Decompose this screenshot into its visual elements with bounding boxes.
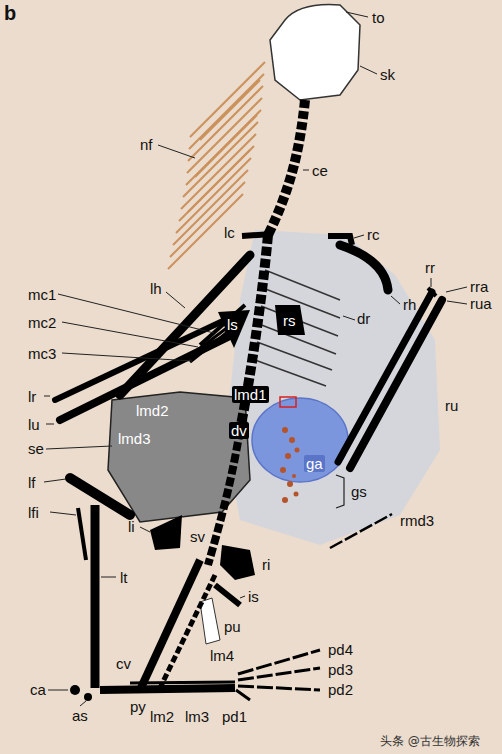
- part-label: lm2: [150, 708, 174, 725]
- part-label: pd2: [328, 681, 353, 698]
- part-label: ru: [445, 397, 458, 414]
- part-label: ce: [312, 162, 328, 179]
- part-label: rr: [425, 259, 435, 276]
- part-label: sk: [380, 66, 395, 83]
- part-label: to: [372, 9, 385, 26]
- part-label: is: [248, 588, 259, 605]
- part-label: lf: [28, 474, 36, 491]
- part-label: gs: [351, 483, 367, 500]
- part-label: dr: [357, 310, 370, 327]
- part-label: rra: [470, 278, 488, 295]
- part-label: lc: [224, 224, 235, 241]
- part-label: lmd3: [116, 430, 153, 447]
- part-label: ls: [225, 316, 240, 333]
- part-label: se: [28, 440, 44, 457]
- part-label: nf: [140, 136, 153, 153]
- part-label: lt: [120, 569, 128, 586]
- part-label: mc2: [28, 314, 56, 331]
- part-label: pd4: [328, 641, 353, 658]
- part-label: py: [130, 698, 146, 715]
- part-label: lh: [150, 280, 162, 297]
- part-label: pu: [224, 618, 241, 635]
- part-label: rc: [367, 226, 380, 243]
- part-label: ca: [30, 681, 46, 698]
- part-label: lmd2: [134, 402, 171, 419]
- part-label: lr: [28, 388, 36, 405]
- part-label: lfi: [28, 504, 39, 521]
- part-label: mc3: [28, 345, 56, 362]
- part-label: rmd3: [400, 512, 434, 529]
- part-label: rua: [470, 295, 492, 312]
- part-label: ga: [304, 455, 325, 472]
- part-label: dv: [229, 422, 249, 439]
- part-label: pd3: [328, 661, 353, 678]
- part-label: pd1: [222, 708, 247, 725]
- part-label: as: [72, 707, 88, 724]
- panel-letter: b: [4, 2, 16, 25]
- part-label: lm4: [210, 647, 234, 664]
- watermark: 头条 @古生物探索: [380, 734, 480, 749]
- part-label: lu: [28, 416, 40, 433]
- part-label: sv: [190, 528, 205, 545]
- part-label: rh: [403, 296, 416, 313]
- part-label: mc1: [28, 286, 56, 303]
- part-label: ri: [262, 556, 270, 573]
- part-label: cv: [116, 655, 131, 672]
- part-label: li: [128, 518, 135, 535]
- part-label: lm3: [185, 708, 209, 725]
- part-label: lmd1: [232, 386, 269, 403]
- part-label: rs: [281, 312, 298, 329]
